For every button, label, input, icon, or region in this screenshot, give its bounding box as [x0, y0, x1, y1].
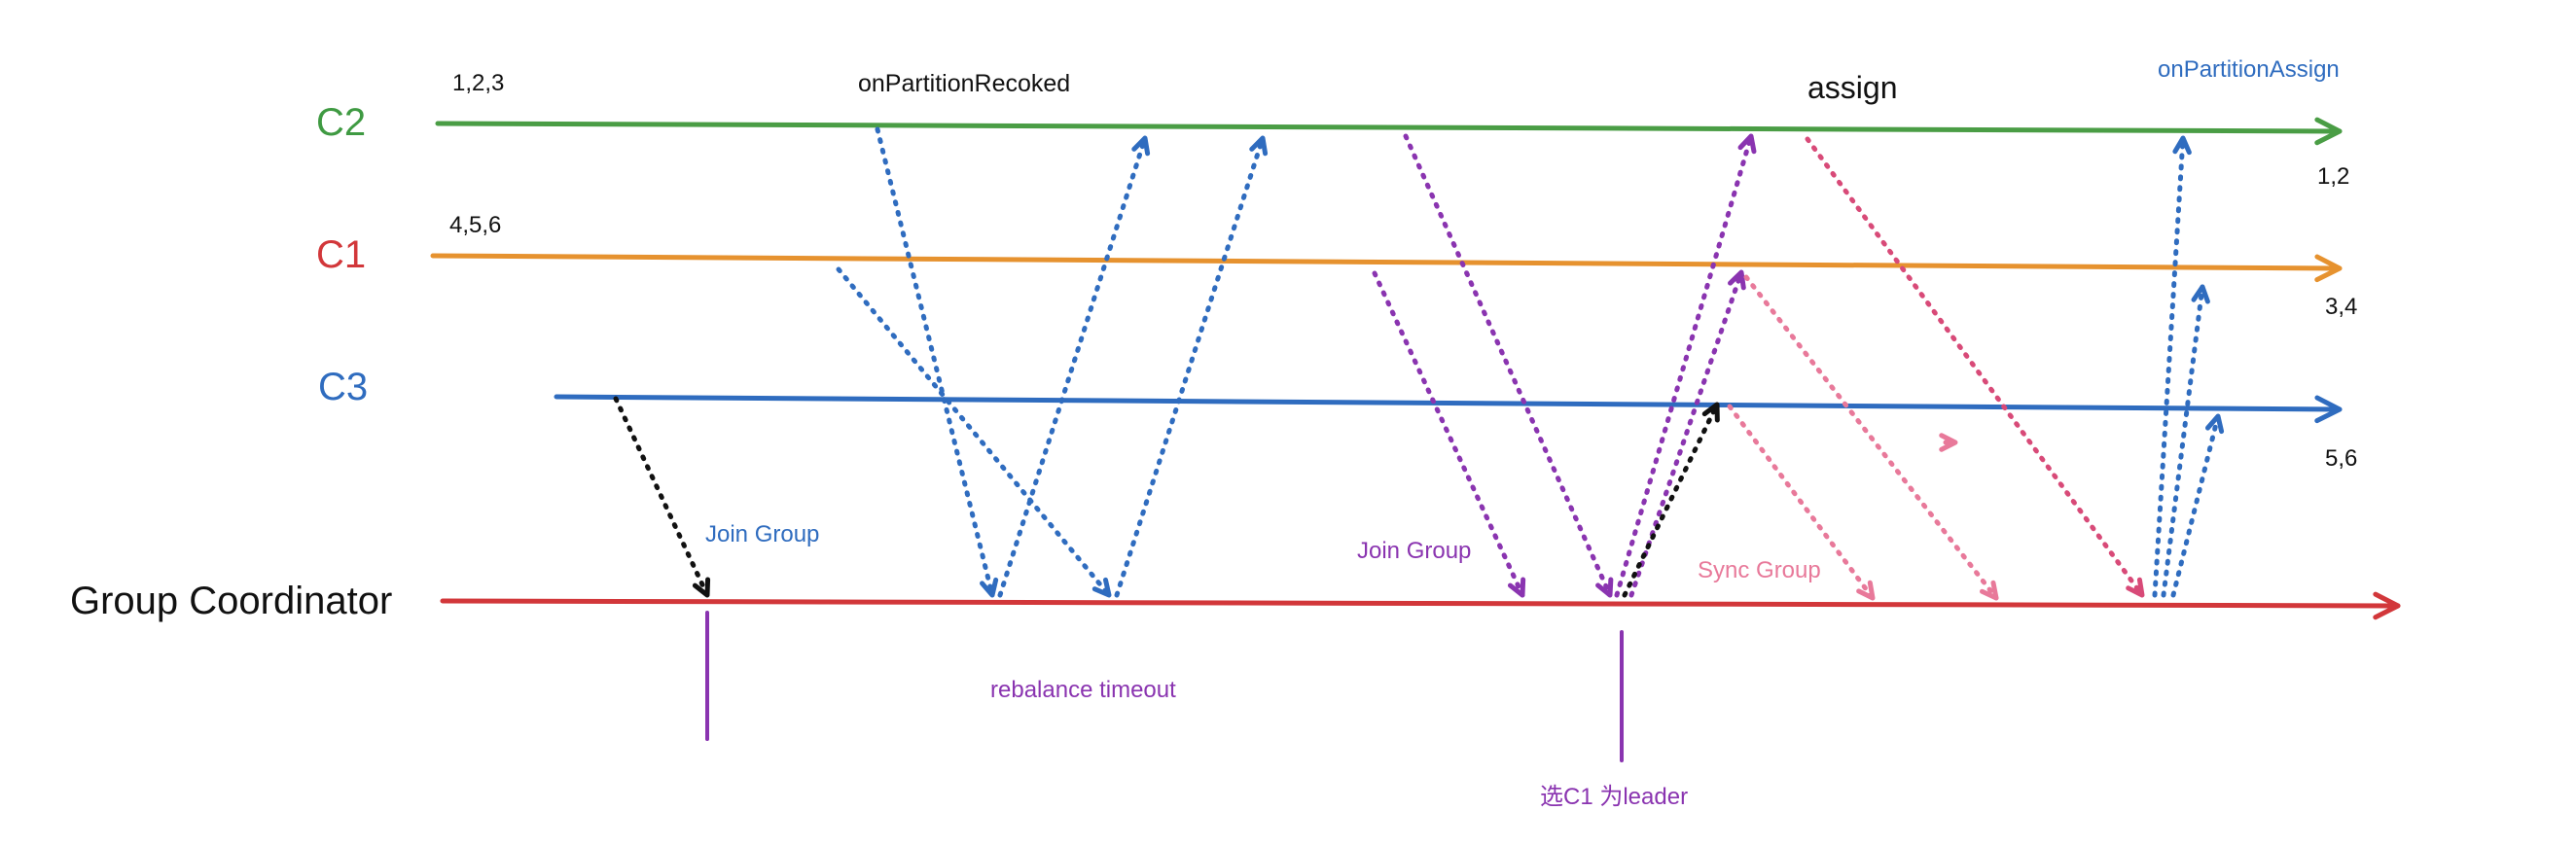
- coordinator-to-c2-blue-shaft: [997, 135, 1148, 598]
- c2-join-group-purple-head: [1595, 577, 1614, 598]
- lane-label-c2: C2: [316, 101, 367, 144]
- coordinator-to-c2-blue-second-shaft: [1114, 135, 1266, 598]
- coordinator-to-c1-assign-shaft: [2161, 284, 2205, 598]
- coordinator-to-c1-purple-head: [1728, 269, 1746, 291]
- coordinator-timeline-head: [2373, 591, 2401, 620]
- coordinator-to-c3-black-head: [1701, 402, 1720, 423]
- leader-election-label: 选C1 为leader: [1540, 784, 1689, 810]
- c3-sync-group-pink-head: [1856, 580, 1876, 601]
- c2-timeline-shaft: [435, 121, 2343, 134]
- join-group-label-first: Join Group: [705, 521, 820, 547]
- coordinator-to-c1-purple-shaft: [1628, 269, 1744, 598]
- c2-sync-group-pink-shaft: [1805, 136, 2145, 598]
- coordinator-to-c2-purple-shaft: [1614, 133, 1754, 598]
- lane-label-c3: C3: [318, 366, 369, 408]
- coordinator-to-c3-assign-head: [2204, 413, 2225, 435]
- c2-join-request-blue-head: [980, 577, 999, 598]
- sync-group-label: Sync Group: [1698, 557, 1821, 583]
- c3-timeline-shaft: [554, 394, 2343, 412]
- lane-label-c1: C1: [316, 233, 367, 276]
- c1-final-partitions: 3,4: [2325, 294, 2358, 320]
- coordinator-to-c1-assign-head: [2191, 284, 2210, 304]
- on-partition-revoked-label: onPartitionRecoked: [858, 70, 1071, 97]
- c1-join-request-blue-head: [1091, 577, 1112, 598]
- c1-timeline-head: [2314, 254, 2343, 283]
- coordinator-to-c2-blue-second-head: [1249, 135, 1269, 157]
- c3-timeline-head: [2314, 395, 2343, 424]
- c3-sync-group-pink-shaft: [1727, 404, 1876, 601]
- coordinator-to-c2-purple-head: [1737, 133, 1757, 155]
- c2-sync-group-pink-second-head: [1939, 433, 1958, 452]
- c1-timeline-shaft: [430, 253, 2343, 271]
- lane-label-group-coordinator: Group Coordinator: [70, 580, 393, 622]
- c2-final-partitions: 1,2: [2317, 163, 2350, 190]
- c3-join-request-head: [692, 577, 711, 598]
- coordinator-timeline-shaft: [440, 598, 2401, 609]
- assign-label: assign: [1807, 70, 1898, 105]
- c3-join-request-shaft: [613, 396, 710, 598]
- coordinator-to-c2-assign-head: [2172, 135, 2192, 156]
- c1-join-request-blue-shaft: [836, 266, 1112, 598]
- c2-initial-partitions: 1,2,3: [452, 70, 505, 96]
- c2-join-request-blue-shaft: [875, 126, 995, 598]
- coordinator-to-c3-black-shaft: [1622, 402, 1720, 598]
- c2-timeline-head: [2314, 117, 2343, 146]
- c3-final-partitions: 5,6: [2325, 445, 2358, 472]
- rebalance-timeout-label: rebalance timeout: [990, 677, 1176, 703]
- coordinator-to-c2-assign-shaft: [2152, 135, 2186, 598]
- coordinator-to-c3-assign-shaft: [2170, 413, 2221, 598]
- coordinator-to-c2-blue-head: [1131, 135, 1151, 157]
- c2-sync-group-pink-head: [2126, 577, 2145, 598]
- c1-sync-group-pink-shaft: [1743, 274, 1999, 601]
- c1-join-group-purple-head: [1507, 577, 1526, 598]
- c1-initial-partitions: 4,5,6: [449, 212, 502, 238]
- join-group-label-second: Join Group: [1357, 538, 1472, 564]
- c2-join-group-purple-shaft: [1403, 133, 1613, 598]
- on-partition-assign-label: onPartitionAssign: [2158, 56, 2340, 83]
- c1-sync-group-pink-head: [1980, 580, 1999, 601]
